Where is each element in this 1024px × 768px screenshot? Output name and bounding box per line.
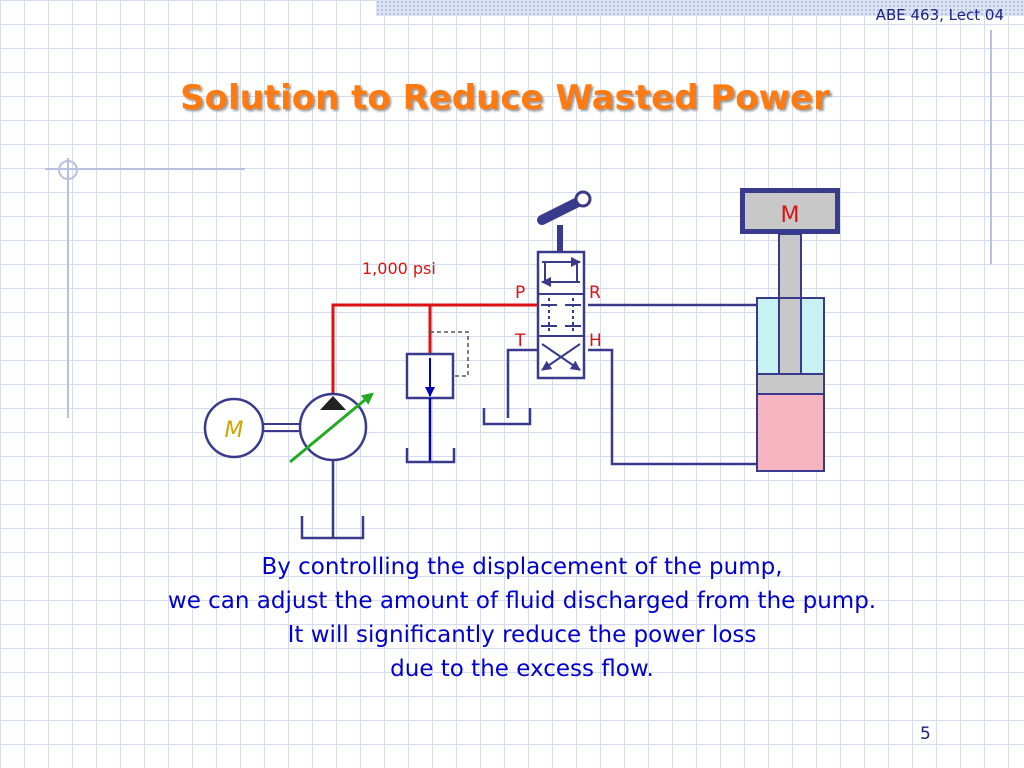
line-h-to-cylinder-cap <box>588 348 757 466</box>
variable-displacement-arrow <box>289 392 374 464</box>
directional-valve <box>536 190 592 380</box>
variable-pump <box>289 392 374 540</box>
load-mass: M <box>740 188 840 234</box>
cylinder-lines <box>588 303 757 466</box>
caption-line-1: By controlling the displacement of the p… <box>261 554 783 580</box>
pressure-line <box>331 303 538 395</box>
load-mass-body <box>745 193 835 229</box>
valve-tank-icon <box>482 408 532 426</box>
port-label-h: H <box>589 331 602 351</box>
port-label-p: P <box>515 283 525 303</box>
line-t-to-tank <box>506 348 538 418</box>
left-decor-circle <box>58 160 78 180</box>
page-number: 5 <box>920 724 931 744</box>
valve-lever-handle <box>537 195 587 225</box>
caption-line-2: we can adjust the amount of fluid discha… <box>167 588 877 614</box>
left-decor-rule <box>67 158 69 418</box>
caption-line-3: It will significantly reduce the power l… <box>287 622 757 648</box>
cylinder-cap-chamber <box>756 393 825 472</box>
valve-tank-return <box>482 348 538 426</box>
port-label-r: R <box>589 283 601 303</box>
port-label-t: T <box>514 331 526 351</box>
prime-mover-circle <box>203 397 265 459</box>
hydraulic-cylinder <box>756 233 825 472</box>
relief-pilot-line <box>430 331 469 377</box>
top-decor-bar <box>376 0 1024 16</box>
prime-mover: M <box>203 397 299 459</box>
relief-valve <box>405 331 469 464</box>
lecture-label: ABE 463, Lect 04 <box>875 6 1004 24</box>
caption-line-4: due to the excess flow. <box>390 656 654 682</box>
pump-tank-icon <box>300 516 365 540</box>
pump-outlet-triangle <box>320 396 346 410</box>
pressure-line-main <box>331 303 538 395</box>
slide-title: Solution to Reduce Wasted Power <box>180 78 830 118</box>
right-decor-rule <box>990 30 992 264</box>
load-mass-label: M <box>781 203 800 228</box>
prime-mover-label: M <box>225 418 244 443</box>
valve-lever-knob <box>574 190 592 208</box>
pressure-label: 1,000 psi <box>362 259 436 278</box>
relief-tank-icon <box>405 448 456 464</box>
left-decor-hline <box>45 168 245 170</box>
caption: By controlling the displacement of the p… <box>0 550 1024 686</box>
cylinder-piston <box>756 373 825 395</box>
